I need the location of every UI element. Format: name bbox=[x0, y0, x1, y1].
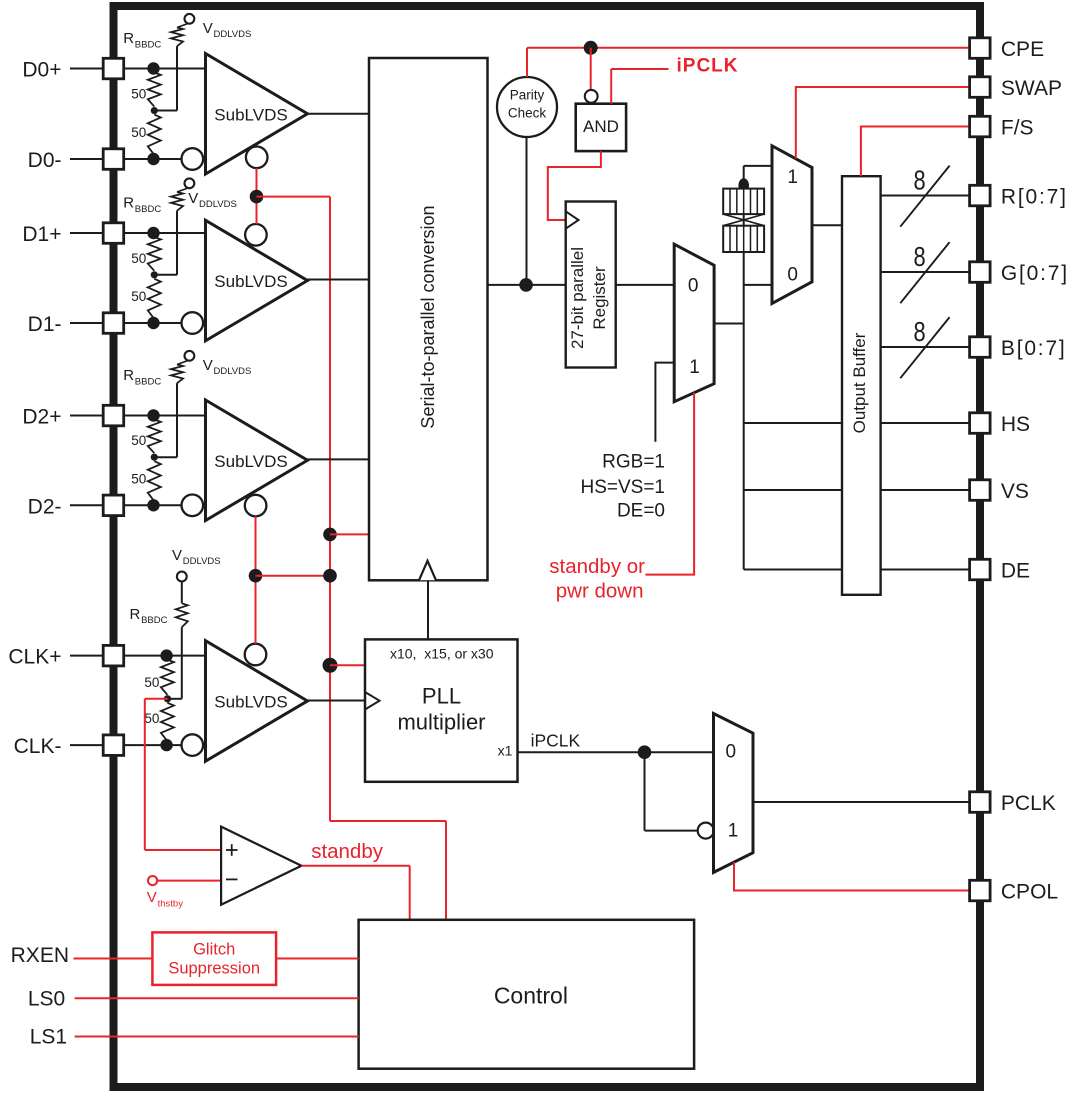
svg-text:DDLVDS: DDLVDS bbox=[183, 556, 221, 567]
svg-text:50: 50 bbox=[131, 87, 146, 102]
svg-text:PLL: PLL bbox=[422, 684, 461, 709]
svg-text:BBDC: BBDC bbox=[135, 377, 162, 388]
svg-text:50: 50 bbox=[131, 125, 146, 140]
svg-text:8: 8 bbox=[914, 241, 926, 272]
svg-text:R: R bbox=[123, 367, 134, 384]
svg-text:RXEN: RXEN bbox=[11, 944, 69, 967]
svg-text:B[0:7]: B[0:7] bbox=[1001, 337, 1067, 360]
svg-text:50: 50 bbox=[131, 433, 146, 448]
svg-text:G[0:7]: G[0:7] bbox=[1001, 262, 1069, 285]
svg-text:Parity: Parity bbox=[510, 87, 545, 102]
svg-text:HS=VS=1: HS=VS=1 bbox=[581, 477, 666, 498]
svg-text:V: V bbox=[172, 547, 182, 564]
svg-text:Glitch: Glitch bbox=[193, 941, 235, 959]
svg-text:50: 50 bbox=[131, 289, 146, 304]
svg-text:Control: Control bbox=[494, 983, 568, 1009]
svg-text:LS0: LS0 bbox=[28, 988, 65, 1011]
svg-text:SubLVDS: SubLVDS bbox=[214, 452, 287, 471]
svg-text:DDLVDS: DDLVDS bbox=[199, 199, 237, 210]
svg-text:SubLVDS: SubLVDS bbox=[214, 272, 287, 291]
svg-text:DDLVDS: DDLVDS bbox=[214, 366, 252, 377]
svg-text:BBDC: BBDC bbox=[141, 615, 168, 626]
svg-text:AND: AND bbox=[583, 117, 619, 136]
svg-text:CPE: CPE bbox=[1001, 38, 1044, 61]
svg-text:V: V bbox=[147, 889, 157, 906]
svg-text:1: 1 bbox=[689, 357, 700, 378]
svg-text:x1: x1 bbox=[498, 743, 513, 759]
svg-text:iPCLK: iPCLK bbox=[677, 56, 739, 77]
svg-text:CLK-: CLK- bbox=[14, 735, 62, 758]
svg-text:iPCLK: iPCLK bbox=[531, 731, 581, 751]
svg-text:Register: Register bbox=[590, 266, 609, 330]
svg-text:R: R bbox=[123, 195, 134, 212]
svg-text:27-bit parallel: 27-bit parallel bbox=[568, 247, 587, 349]
svg-text:50: 50 bbox=[144, 675, 159, 690]
svg-text:R: R bbox=[130, 606, 141, 623]
svg-text:DDLVDS: DDLVDS bbox=[214, 29, 252, 40]
svg-text:50: 50 bbox=[131, 251, 146, 266]
svg-text:D2-: D2- bbox=[28, 495, 62, 518]
svg-text:D2+: D2+ bbox=[22, 406, 61, 429]
svg-text:Check: Check bbox=[508, 106, 547, 121]
svg-text:RGB=1: RGB=1 bbox=[602, 452, 665, 473]
svg-text:V: V bbox=[188, 190, 198, 207]
svg-text:8: 8 bbox=[914, 165, 926, 196]
svg-text:0: 0 bbox=[688, 275, 699, 296]
svg-text:1: 1 bbox=[787, 167, 798, 188]
svg-text:D1-: D1- bbox=[28, 313, 62, 336]
svg-text:D0-: D0- bbox=[28, 149, 62, 172]
svg-text:DE: DE bbox=[1001, 560, 1030, 583]
svg-text:F/S: F/S bbox=[1001, 117, 1034, 140]
svg-text:x10, x15, or x30: x10, x15, or x30 bbox=[390, 646, 494, 662]
svg-text:R: R bbox=[123, 30, 134, 47]
svg-text:PCLK: PCLK bbox=[1001, 792, 1056, 815]
svg-text:CPOL: CPOL bbox=[1001, 881, 1058, 904]
svg-text:1: 1 bbox=[728, 820, 739, 841]
svg-text:BBDC: BBDC bbox=[135, 204, 162, 215]
svg-text:multiplier: multiplier bbox=[397, 710, 485, 735]
svg-text:DE=0: DE=0 bbox=[617, 500, 665, 521]
svg-text:BBDC: BBDC bbox=[135, 40, 162, 51]
svg-text:SWAP: SWAP bbox=[1001, 77, 1062, 100]
svg-text:D0+: D0+ bbox=[22, 59, 61, 82]
svg-text:D1+: D1+ bbox=[22, 223, 61, 246]
svg-text:VS: VS bbox=[1001, 480, 1029, 503]
svg-text:V: V bbox=[203, 20, 213, 37]
svg-text:thstby: thstby bbox=[158, 899, 184, 910]
svg-text:CLK+: CLK+ bbox=[8, 646, 61, 669]
svg-text:V: V bbox=[203, 357, 213, 374]
svg-text:R[0:7]: R[0:7] bbox=[1001, 186, 1068, 209]
svg-text:standby or: standby or bbox=[549, 555, 645, 578]
svg-text:standby: standby bbox=[311, 840, 384, 863]
svg-text:0: 0 bbox=[726, 742, 737, 763]
svg-text:Output Buffer: Output Buffer bbox=[850, 332, 869, 433]
svg-text:Suppression: Suppression bbox=[168, 960, 260, 978]
svg-text:0: 0 bbox=[787, 264, 798, 285]
svg-text:8: 8 bbox=[914, 316, 926, 347]
svg-text:pwr down: pwr down bbox=[556, 579, 644, 602]
svg-text:50: 50 bbox=[131, 471, 146, 486]
svg-text:50: 50 bbox=[144, 711, 159, 726]
svg-text:Serial-to-parallel conversion: Serial-to-parallel conversion bbox=[418, 205, 438, 428]
svg-text:HS: HS bbox=[1001, 413, 1030, 436]
svg-text:SubLVDS: SubLVDS bbox=[214, 692, 287, 711]
svg-text:SubLVDS: SubLVDS bbox=[214, 105, 287, 124]
svg-text:LS1: LS1 bbox=[30, 1026, 67, 1049]
